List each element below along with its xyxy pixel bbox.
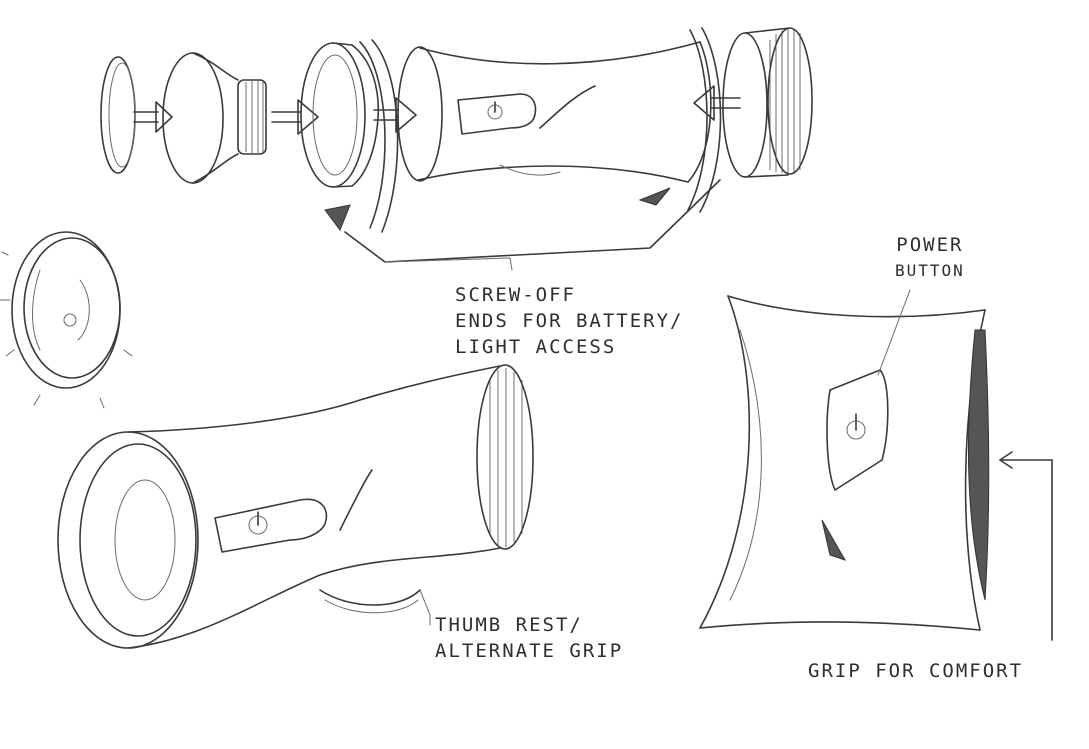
annotation-power-button: POWER BUTTON <box>895 232 965 284</box>
leader-line-thumb-rest <box>419 589 431 626</box>
annotation-screw-off-line-2: ENDS FOR BATTERY/ <box>455 310 684 332</box>
thumb-rest <box>319 589 421 606</box>
clip-bracket-right <box>687 27 722 213</box>
lens-disc <box>100 56 136 174</box>
leader-line-screw-off <box>384 257 513 271</box>
end-disc-view <box>0 231 133 409</box>
front-cap-ring <box>300 42 380 188</box>
assembly-arrow <box>271 99 319 135</box>
annotation-screw-off: SCREW-OFF ENDS FOR BATTERY/ LIGHT ACCESS <box>455 282 683 360</box>
grip-arrow <box>999 451 1053 641</box>
power-button-shape <box>826 369 889 491</box>
exploded-view <box>100 27 813 271</box>
assembly-arrow <box>373 97 417 133</box>
annotation-thumb-rest-line-2: ALTERNATE GRIP <box>435 640 624 662</box>
annotation-power-button-line-1: POWER <box>896 234 964 256</box>
grip-closeup <box>699 289 1053 641</box>
base-stand <box>344 179 721 263</box>
assembly-arrow <box>693 85 741 121</box>
annotation-screw-off-line-3: LIGHT ACCESS <box>455 336 617 358</box>
annotation-thumb-rest-line-1: THUMB REST/ <box>435 614 583 636</box>
annotation-grip-comfort: GRIP FOR COMFORT <box>808 660 1024 682</box>
annotation-power-button-line-2: BUTTON <box>895 261 965 280</box>
end-cap <box>722 27 813 178</box>
reflector-cone <box>162 52 267 184</box>
body-tube <box>397 41 712 183</box>
clip-bracket-left <box>324 39 399 233</box>
power-button-shape <box>457 93 537 135</box>
annotation-thumb-rest: THUMB REST/ ALTERNATE GRIP <box>435 612 623 664</box>
assembled-view <box>57 364 534 649</box>
annotation-screw-off-line-1: SCREW-OFF <box>455 284 576 306</box>
leader-line-power-button <box>877 289 911 376</box>
power-button-shape <box>214 498 328 553</box>
assembly-arrow <box>133 101 173 133</box>
